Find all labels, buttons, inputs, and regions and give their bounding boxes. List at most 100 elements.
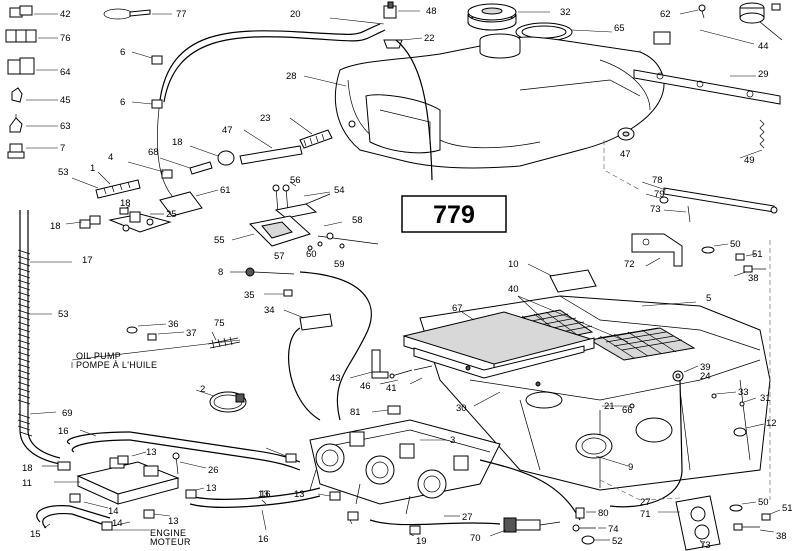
- part-nut-18b: [119, 205, 131, 215]
- note-engine-fr: MOTEUR: [150, 537, 191, 547]
- callout-41: 41: [386, 383, 397, 394]
- part-oil-pump-cable: [288, 327, 321, 421]
- part-cable-tie-77: [103, 8, 172, 20]
- part-washer-50b: [729, 501, 757, 512]
- callout-15: 15: [30, 529, 41, 540]
- callout-1: 1: [90, 163, 95, 174]
- callout-16: 16: [258, 534, 269, 545]
- callout-37: 37: [186, 328, 197, 339]
- part-washer-50a: [701, 243, 729, 254]
- callout-53: 53: [58, 167, 69, 178]
- callout-52: 52: [612, 536, 623, 547]
- callout-46: 46: [360, 381, 371, 392]
- part-nut-12: [733, 423, 765, 437]
- callout-34: 34: [264, 305, 275, 316]
- callout-6: 6: [120, 47, 125, 58]
- part-nut-35: [264, 289, 293, 297]
- part-boot-9: [595, 455, 629, 467]
- part-connector-64: [7, 57, 58, 75]
- callout-14: 14: [108, 506, 119, 517]
- part-connector-70: [489, 517, 561, 537]
- callout-63: 63: [60, 121, 71, 132]
- part-spring-75: [207, 331, 241, 349]
- diagram-number: 779: [433, 201, 475, 229]
- callout-71: 71: [640, 509, 651, 520]
- callout-13: 13: [206, 483, 217, 494]
- part-hose-16-lower: [189, 487, 321, 531]
- oil-pump-arrow: [71, 339, 241, 368]
- part-spiral-53: [17, 249, 52, 405]
- callout-51: 51: [782, 503, 793, 514]
- part-screw-46: [379, 369, 413, 385]
- centerline-bottom: [599, 479, 681, 501]
- callout-47: 47: [620, 149, 631, 160]
- part-screw-59: [339, 243, 345, 249]
- callout-43: 43: [330, 373, 341, 384]
- callout-58: 58: [352, 215, 363, 226]
- part-screw-60: [317, 241, 323, 247]
- part-spring-49: [739, 119, 765, 159]
- part-clip-63: [9, 114, 58, 133]
- part-carb-fitting-25: [108, 211, 172, 233]
- callout-3: 3: [450, 435, 455, 446]
- part-bracket-29: [633, 69, 781, 105]
- callout-53: 53: [58, 309, 69, 320]
- callout-50: 50: [758, 497, 769, 508]
- callout-73: 73: [700, 540, 711, 551]
- callout-2: 2: [200, 384, 205, 395]
- callout-13: 13: [258, 489, 269, 500]
- part-cable-housing-7: [239, 129, 303, 165]
- callout-75: 75: [214, 318, 225, 329]
- part-fuel-tank-28: [303, 33, 665, 169]
- callout-27: 27: [640, 497, 651, 508]
- part-fuel-line-27-bottom: [369, 515, 501, 526]
- part-nut-18a: [127, 161, 173, 179]
- callout-72: 72: [624, 259, 635, 270]
- callout-28: 28: [286, 71, 297, 82]
- part-screw-19: [409, 525, 421, 537]
- callout-66: 66: [622, 405, 633, 416]
- callout-48: 48: [426, 6, 437, 17]
- part-screw-31: [739, 397, 757, 407]
- callout-68: 68: [148, 147, 159, 158]
- callout-54: 54: [334, 185, 345, 196]
- callout-80: 80: [598, 508, 609, 519]
- callout-42: 42: [60, 9, 71, 20]
- callout-26: 26: [208, 465, 219, 476]
- leader-53-top: [71, 177, 99, 189]
- callout-9: 9: [628, 462, 633, 473]
- part-carburetors-3: [309, 419, 501, 515]
- part-hose-15-14: [36, 493, 131, 531]
- callout-78: 78: [652, 175, 663, 186]
- callout-12: 12: [766, 418, 777, 429]
- callout-77: 77: [176, 9, 187, 20]
- part-connector-42: [9, 5, 58, 18]
- callout-65: 65: [614, 23, 625, 34]
- callout-59: 59: [334, 259, 345, 270]
- callout-76: 76: [60, 33, 71, 44]
- callout-29: 29: [758, 69, 769, 80]
- part-screw-57: [307, 245, 313, 251]
- callout-13: 13: [294, 489, 305, 500]
- part-sleeve-69: [17, 411, 57, 437]
- callout-23: 23: [260, 113, 271, 124]
- part-fitting-8: [230, 267, 295, 277]
- callout-67: 67: [452, 303, 463, 314]
- part-washer-79: [645, 193, 669, 204]
- callout-18: 18: [22, 463, 33, 474]
- callout-30: 30: [456, 403, 467, 414]
- part-shaft-1: [95, 171, 141, 199]
- part-fitting-39: [672, 365, 699, 382]
- callout-24: 24: [700, 371, 711, 382]
- part-bolt-38a: [733, 265, 766, 277]
- note-oil-pump-fr: POMPE À L'HUILE: [76, 360, 157, 370]
- diagram-number-box: 779: [401, 195, 507, 233]
- part-hose-16-upper: [67, 429, 301, 471]
- callout-19: 19: [416, 536, 427, 547]
- part-nut-51a: [735, 253, 757, 261]
- part-decal-10: [527, 263, 597, 293]
- callout-16: 16: [260, 489, 271, 500]
- callout-17: 17: [82, 255, 93, 266]
- callout-49: 49: [744, 155, 755, 166]
